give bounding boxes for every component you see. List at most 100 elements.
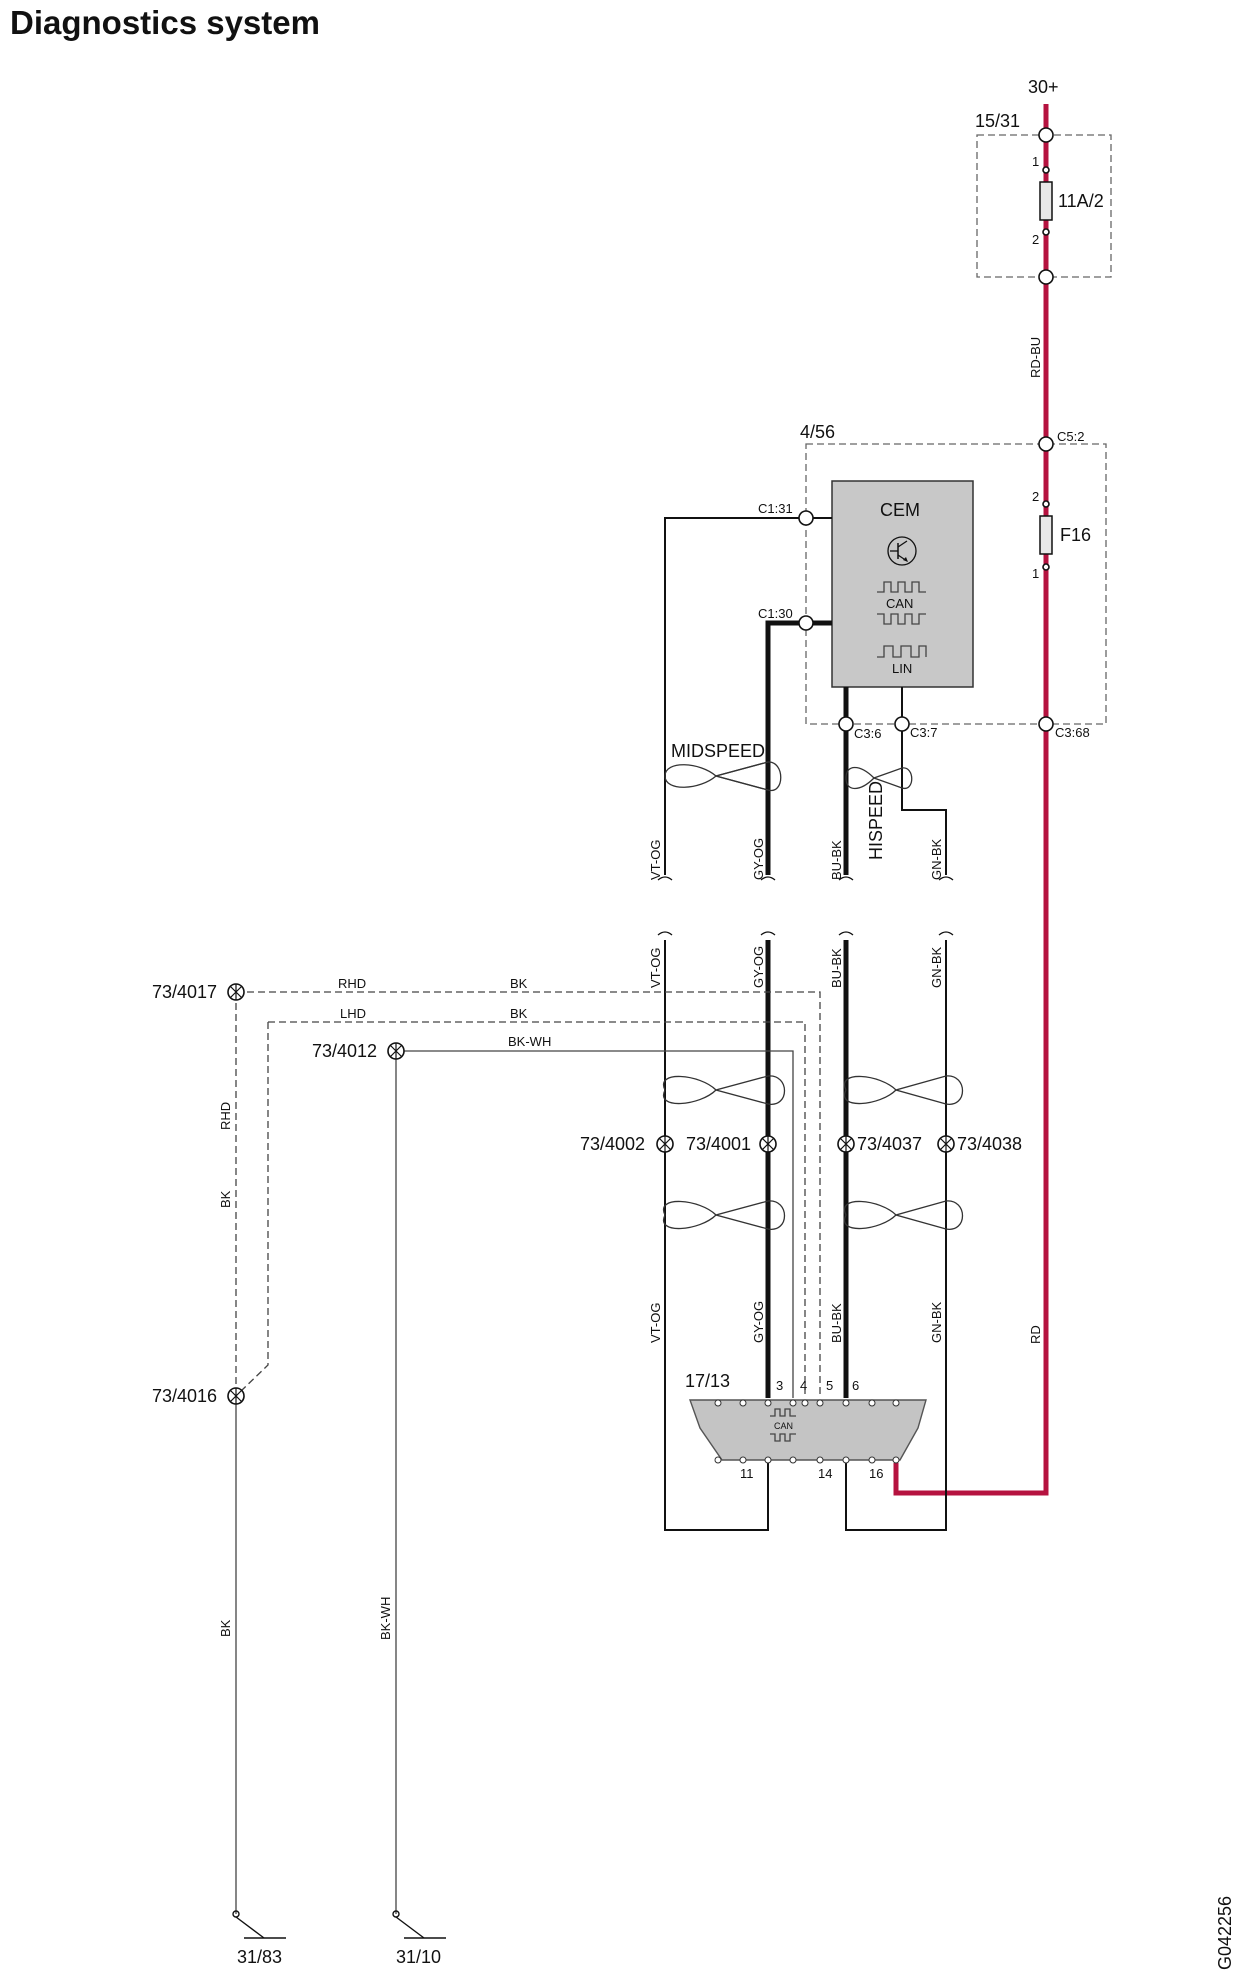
c1-31-terminal	[798, 510, 814, 526]
ground-31-83-label: 31/83	[237, 1947, 282, 1967]
cem-module-box: 4/56 CEM CAN LIN F16 2 1 C5:2 C1:31 C1:3…	[758, 422, 1107, 741]
cem-box-label: 4/56	[800, 422, 835, 442]
fuse-box-15-31: 30+ 15/31 11A/2 1 2	[975, 77, 1112, 278]
rhd-vertical-label: RHD	[218, 1102, 233, 1130]
splice-4001-label: 73/4001	[686, 1134, 751, 1154]
fuse-box-terminal-bottom	[1038, 269, 1054, 285]
splice-4016-label: 73/4016	[152, 1386, 217, 1406]
figure-id: G042256	[1215, 1896, 1235, 1970]
wire-label-gy-og-1: GY-OG	[751, 838, 766, 880]
wire-break-symbols	[657, 876, 954, 936]
splice-4012-label: 73/4012	[312, 1041, 377, 1061]
lhd-label: LHD	[340, 1006, 366, 1021]
can-waveform-icon	[877, 581, 926, 593]
bk-vertical-label-2: BK	[218, 1619, 233, 1637]
c3-6-terminal	[838, 716, 854, 732]
wire-label-vt-og-3: VT-OG	[648, 1303, 663, 1343]
dlc-pin-3: 3	[776, 1378, 783, 1393]
supply-wire-30	[893, 104, 1049, 1496]
wire-lhd-dashed	[239, 1021, 806, 1398]
wire-label-gy-og-2: GY-OG	[751, 946, 766, 988]
dlc-can-waveform-low-icon	[770, 1433, 796, 1442]
wire-vt-og-lower	[664, 940, 769, 1531]
dlc-pin-4: 4	[800, 1378, 807, 1393]
ground-31-10-label: 31/10	[396, 1947, 441, 1967]
cem-unit	[831, 480, 974, 688]
bk-wh-vertical-label: BK-WH	[378, 1597, 393, 1640]
bk-vertical-label-1: BK	[218, 1190, 233, 1208]
c1-30-terminal	[798, 615, 814, 631]
fuse-box-label: 15/31	[975, 111, 1020, 131]
wire-rhd-dashed	[236, 991, 821, 1398]
wire-label-bu-bk-2: BU-BK	[829, 948, 844, 988]
wire-gy-og-upper	[765, 620, 832, 875]
fuse-f16-pin2-dot	[1042, 500, 1050, 508]
ground-symbol-icon	[232, 1910, 446, 1939]
fuse-11a2-symbol	[1039, 181, 1053, 221]
dlc-pin-6: 6	[852, 1378, 859, 1393]
splice-4002-label: 73/4002	[580, 1134, 645, 1154]
connector-c3-68: C3:68	[1055, 725, 1090, 740]
connector-c3-7: C3:7	[910, 725, 937, 740]
wire-gn-bk-lower	[845, 940, 947, 1531]
dlc-pin-16: 16	[869, 1466, 883, 1481]
cem-lin-label: LIN	[892, 661, 912, 676]
midspeed-label: MIDSPEED	[671, 741, 765, 761]
splice-4037-label: 73/4037	[857, 1134, 922, 1154]
splice-4038-label: 73/4038	[957, 1134, 1022, 1154]
cem-box-outline	[805, 443, 1107, 725]
dlc-pin-11: 11	[740, 1466, 754, 1481]
wire-label-gn-bk-1: GN-BK	[929, 839, 944, 881]
connector-c1-30: C1:30	[758, 606, 793, 621]
hispeed-twist-icon	[845, 766, 913, 790]
fuse-f16-symbol	[1039, 515, 1053, 555]
wire-label-gn-bk-3: GN-BK	[929, 1302, 944, 1344]
splice-4017-label: 73/4017	[152, 982, 217, 1002]
fuse-box-terminal-top	[1038, 127, 1054, 143]
page-title: Diagnostics system	[10, 4, 320, 41]
c5-2-terminal	[1038, 436, 1054, 452]
can-waveform-low-icon	[877, 613, 926, 625]
fuse-11a2-label: 11A/2	[1058, 191, 1104, 211]
fuse-11a2-pin1-dot	[1042, 166, 1050, 174]
wire-label-vt-og-2: VT-OG	[648, 948, 663, 988]
dlc-body	[689, 1399, 927, 1461]
hispeed-label: HISPEED	[866, 781, 886, 860]
ground-splices	[227, 983, 405, 1405]
dlc-label: 17/13	[685, 1371, 730, 1391]
bus-splices	[656, 1135, 955, 1153]
dlc-connector: 17/13 CAN 3 4 5 6 11 14 16	[685, 1371, 927, 1481]
fuse-f16-pin1-dot	[1042, 563, 1050, 571]
fuse-11a2-pin2-dot	[1042, 228, 1050, 236]
wire-label-vt-og-1: VT-OG	[648, 840, 663, 880]
transistor-icon	[887, 536, 917, 566]
wire-label-bu-bk-3: BU-BK	[829, 1303, 844, 1343]
dlc-can-label: CAN	[774, 1421, 793, 1431]
lhd-bk-label: BK	[510, 1006, 528, 1021]
bk-wh-label: BK-WH	[508, 1034, 551, 1049]
rhd-label: RHD	[338, 976, 366, 991]
c3-7-terminal	[894, 716, 910, 732]
cem-name: CEM	[880, 500, 920, 520]
dlc-pin-14: 14	[818, 1466, 832, 1481]
fuse-f16-pin1: 1	[1032, 566, 1039, 581]
rhd-bk-label: BK	[510, 976, 528, 991]
wire-label-rd: RD	[1028, 1325, 1043, 1344]
wire-label-gn-bk-2: GN-BK	[929, 947, 944, 989]
c3-68-terminal	[1038, 716, 1054, 732]
wire-bk-wh	[395, 1050, 794, 1914]
fuse-11a2-pin2: 2	[1032, 232, 1039, 247]
wire-vt-og-upper	[664, 517, 806, 875]
connector-c3-6: C3:6	[854, 726, 881, 741]
connector-c5-2: C5:2	[1057, 429, 1084, 444]
wire-label-gy-og-3: GY-OG	[751, 1301, 766, 1343]
wire-label-bu-bk-1: BU-BK	[829, 840, 844, 880]
midspeed-twist-icon	[664, 761, 782, 791]
cem-can-label: CAN	[886, 596, 913, 611]
fuse-f16-label: F16	[1060, 525, 1091, 545]
lin-waveform-icon	[877, 645, 927, 658]
dlc-pin-5: 5	[826, 1378, 833, 1393]
fuse-f16-pin2: 2	[1032, 489, 1039, 504]
wire-gn-bk-upper	[901, 687, 947, 875]
